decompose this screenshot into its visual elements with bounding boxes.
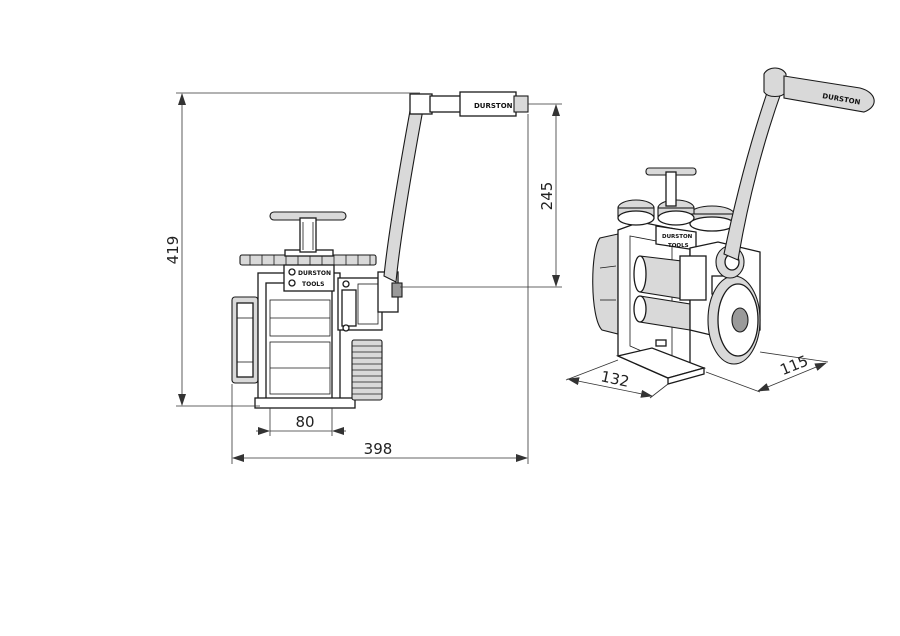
front-handle-brand: DURSTON <box>474 102 513 110</box>
dim-depth-iso-label: 132 <box>599 367 631 391</box>
front-view-machine: DURSTON TOOLS DURSTON <box>231 91 529 409</box>
lower-gear-teeth <box>352 345 382 395</box>
iso-plate-line1: DURSTON <box>662 234 693 240</box>
front-plate-line1: DURSTON <box>298 270 331 277</box>
top-gear-teeth <box>249 255 371 265</box>
iso-plate-line2: TOOLS <box>668 243 689 249</box>
dim-width-iso-label: 115 <box>777 352 810 379</box>
dim-crank-height-label: 245 <box>538 182 556 211</box>
dim-height-label: 419 <box>164 236 182 265</box>
front-view-dimensions: 419 245 80 398 <box>164 92 562 464</box>
isometric-view-machine: DURSTON TOOLS DURSTON <box>592 67 875 385</box>
front-plate-line2: TOOLS <box>302 281 324 288</box>
dim-roller-width-label: 80 <box>295 413 314 431</box>
dim-total-width-label: 398 <box>364 440 393 458</box>
